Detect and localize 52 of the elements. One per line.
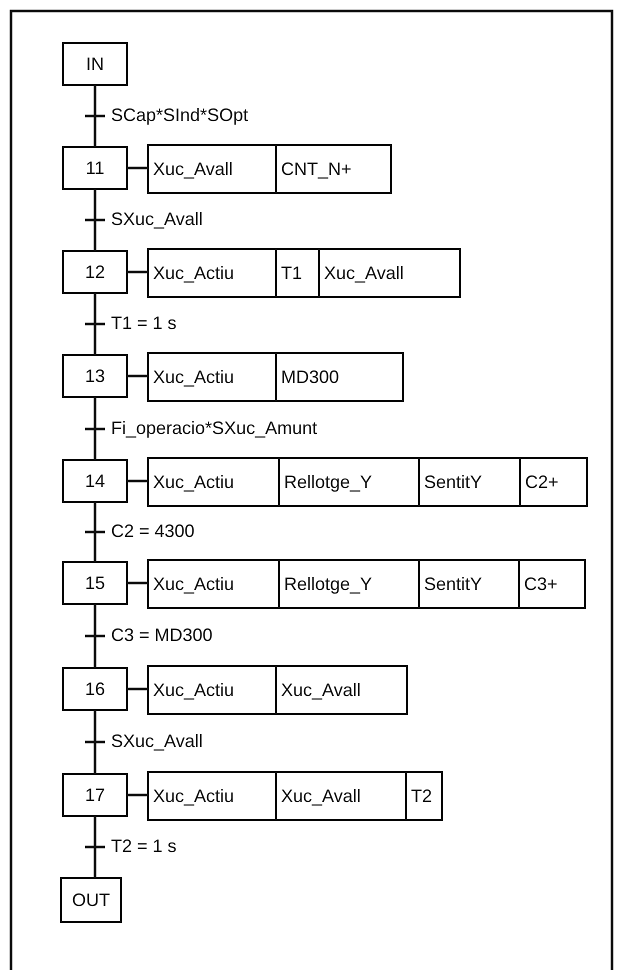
step-box: 12 bbox=[62, 250, 128, 294]
action-box: Xuc_Actiu bbox=[147, 248, 278, 298]
connector-line bbox=[128, 582, 147, 584]
link-line bbox=[94, 86, 96, 146]
link-line bbox=[94, 294, 96, 354]
transition-condition: SXuc_Avall bbox=[111, 209, 203, 229]
link-line bbox=[94, 190, 96, 250]
action-box: Xuc_Avall bbox=[147, 144, 278, 194]
transition-condition: T1 = 1 s bbox=[111, 313, 177, 333]
link-line bbox=[94, 605, 96, 667]
action-box: Rellotge_Y bbox=[278, 457, 420, 507]
link-line bbox=[94, 711, 96, 773]
step-box: OUT bbox=[60, 877, 122, 923]
action-box: Xuc_Avall bbox=[275, 771, 408, 821]
action-box: SentitY bbox=[418, 457, 522, 507]
transition-condition: C3 = MD300 bbox=[111, 625, 213, 645]
connector-line bbox=[128, 688, 147, 690]
link-line bbox=[94, 817, 96, 877]
transition-condition: SXuc_Avall bbox=[111, 731, 203, 751]
link-line bbox=[94, 398, 96, 459]
link-line bbox=[94, 503, 96, 561]
step-box: 13 bbox=[62, 354, 128, 398]
action-box: T1 bbox=[275, 248, 320, 298]
connector-line bbox=[128, 794, 147, 796]
step-box: 14 bbox=[62, 459, 128, 503]
action-box: Xuc_Avall bbox=[275, 665, 408, 715]
transition-condition: Fi_operacio*SXuc_Amunt bbox=[111, 418, 318, 438]
action-box: Xuc_Actiu bbox=[147, 559, 280, 609]
step-box: 17 bbox=[62, 773, 128, 817]
action-box: Xuc_Actiu bbox=[147, 771, 278, 821]
action-box: Xuc_Actiu bbox=[147, 352, 278, 402]
action-box: MD300 bbox=[275, 352, 404, 402]
action-box: SentitY bbox=[418, 559, 520, 609]
action-box: T2 bbox=[405, 771, 442, 821]
step-box: IN bbox=[62, 42, 128, 86]
transition-condition: T2 = 1 s bbox=[111, 836, 177, 856]
action-box: Rellotge_Y bbox=[278, 559, 420, 609]
step-box: 16 bbox=[62, 667, 128, 711]
action-box: C2+ bbox=[519, 457, 588, 507]
action-box: CNT_N+ bbox=[275, 144, 392, 194]
action-box: Xuc_Actiu bbox=[147, 665, 278, 715]
step-box: 15 bbox=[62, 561, 128, 605]
connector-line bbox=[128, 374, 147, 378]
step-box: 11 bbox=[62, 146, 128, 190]
action-box: Xuc_Actiu bbox=[147, 457, 280, 507]
connector-line bbox=[128, 166, 147, 170]
connector-line bbox=[128, 270, 147, 274]
action-box: C3+ bbox=[518, 559, 586, 609]
connector-line bbox=[128, 480, 147, 482]
action-box: Xuc_Avall bbox=[318, 248, 460, 298]
transition-condition: SCap*SInd*SOpt bbox=[111, 105, 248, 125]
transition-condition: C2 = 4300 bbox=[111, 521, 195, 541]
